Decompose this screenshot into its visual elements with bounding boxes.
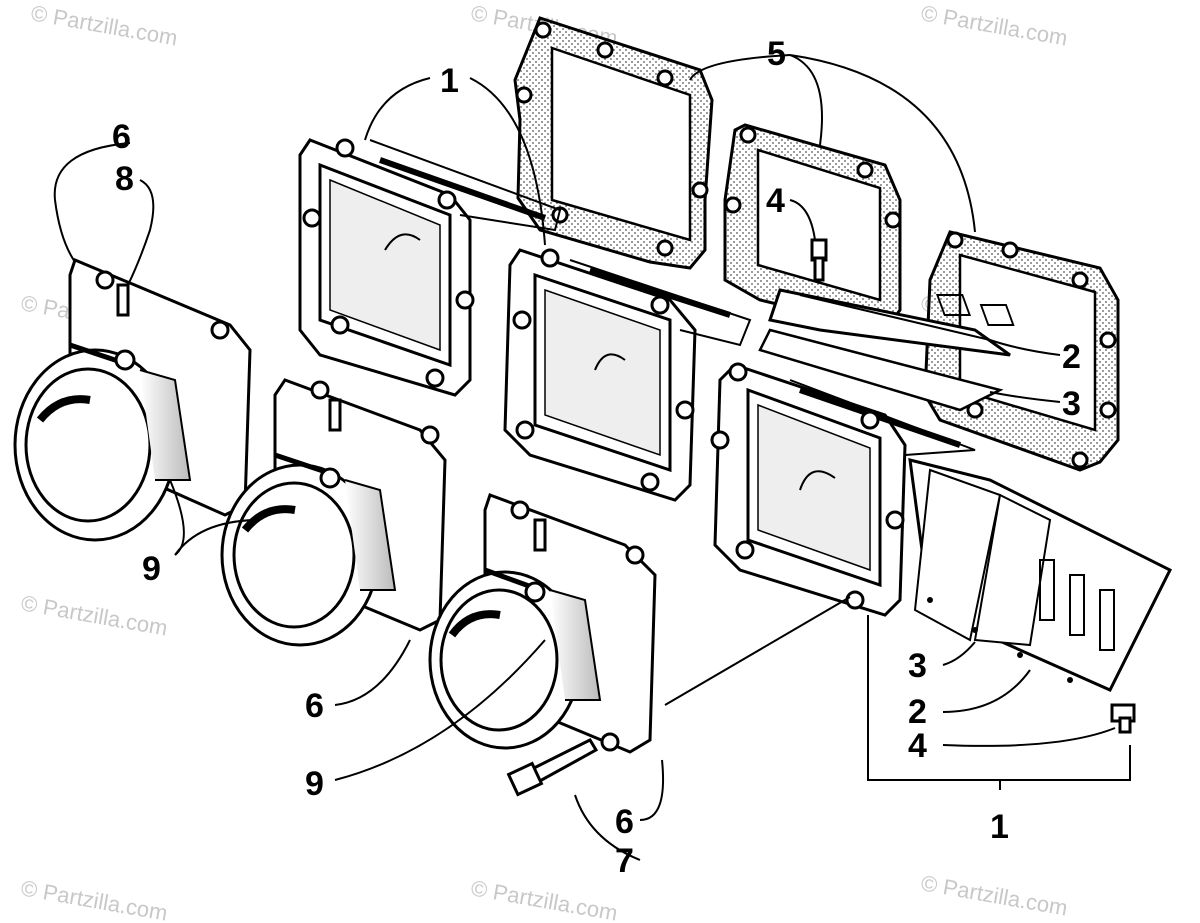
callout-2: 2 xyxy=(908,693,927,731)
watermark: © Partzilla.com xyxy=(919,0,1069,50)
gasket-icon xyxy=(513,16,714,270)
callout-8: 8 xyxy=(115,160,134,198)
callout-4: 4 xyxy=(908,727,927,765)
watermark: © Partzilla.com xyxy=(19,875,169,923)
screw-icon xyxy=(810,238,828,282)
callout-6: 6 xyxy=(615,803,634,841)
intake-boot-icon xyxy=(428,493,657,754)
callout-3: 3 xyxy=(908,647,927,685)
reed-petal-icon xyxy=(908,458,1173,692)
callout-labels: 1 5 4 2 3 6 8 9 6 9 6 7 3 2 4 1 xyxy=(112,35,1081,880)
callout-9: 9 xyxy=(142,550,161,588)
watermark: © Partzilla.com xyxy=(19,590,169,640)
callout-6: 6 xyxy=(112,118,131,156)
screw-icon xyxy=(1110,703,1136,734)
callout-5: 5 xyxy=(767,35,786,73)
intake-boot-icon xyxy=(220,378,447,647)
callout-4: 4 xyxy=(766,182,785,220)
callout-1: 1 xyxy=(440,62,459,100)
reed-valve-block-icon xyxy=(298,138,562,397)
watermark: © Partzilla.com xyxy=(469,875,619,923)
callout-3: 3 xyxy=(1062,385,1081,423)
reed-valve-block-icon xyxy=(710,362,976,617)
intake-boot-icon xyxy=(13,257,252,542)
callout-9: 9 xyxy=(305,765,324,803)
leader-lines xyxy=(53,54,1131,861)
callout-6: 6 xyxy=(305,687,324,725)
callout-2: 2 xyxy=(1062,338,1081,376)
gasket-icon xyxy=(923,230,1120,472)
reed-petal-icon xyxy=(758,288,1015,412)
callout-1: 1 xyxy=(990,808,1009,846)
callout-7: 7 xyxy=(615,842,634,880)
watermark: © Partzilla.com xyxy=(29,0,179,50)
watermark: © Partzilla.com xyxy=(919,870,1069,920)
reed-valve-block-icon xyxy=(503,248,752,502)
bolt-icon xyxy=(506,738,599,797)
